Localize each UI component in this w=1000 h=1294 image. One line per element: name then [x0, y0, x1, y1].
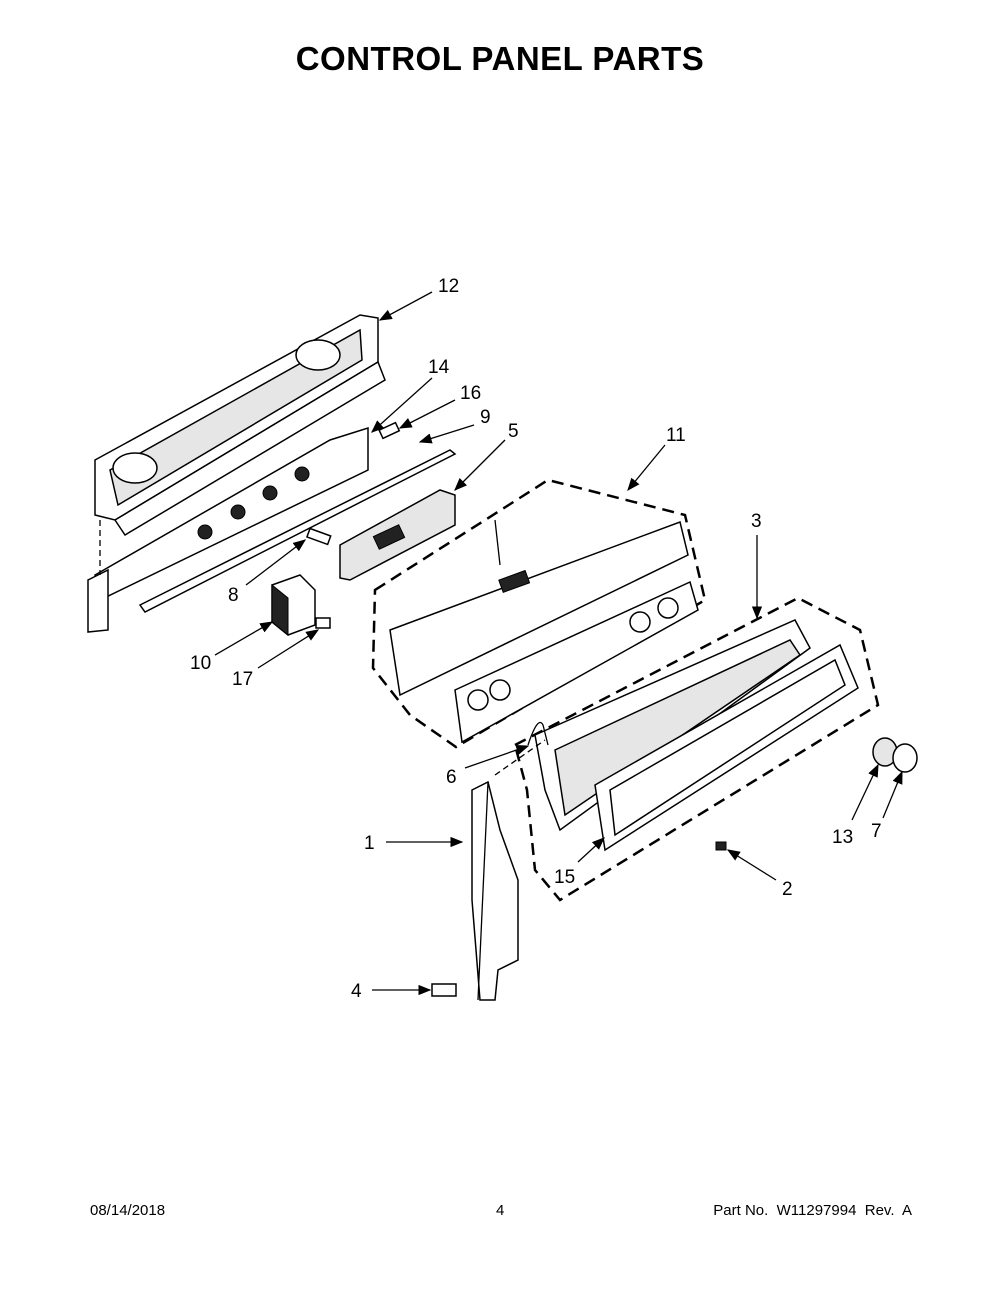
- callout-11: 11: [627, 425, 686, 492]
- part-16-screw: [378, 421, 401, 440]
- part-5-control-board: [339, 489, 456, 581]
- part-1-end-cap: [471, 739, 546, 1001]
- part-11-control-panel: [389, 519, 699, 744]
- callout-17: 17: [232, 629, 320, 690]
- part-15-glass-overlay: [594, 643, 859, 852]
- part-12-rear-shield: [94, 314, 386, 537]
- callout-4: 4: [351, 981, 432, 1002]
- part-6-wire-harness: [527, 721, 549, 746]
- callout-14: 14: [371, 357, 450, 433]
- part-9-strip: [138, 449, 457, 613]
- callout-3: 3: [751, 511, 763, 620]
- group-3-outline: [513, 596, 880, 902]
- part-17-screw: [315, 617, 331, 629]
- callout-2: 2: [726, 849, 793, 900]
- page-title: CONTROL PANEL PARTS: [295, 40, 705, 77]
- callout-5: 5: [454, 421, 519, 491]
- svg-text:14: 14: [428, 357, 450, 378]
- callout-12: 12: [378, 276, 459, 321]
- svg-text:1: 1: [364, 833, 375, 854]
- svg-text:5: 5: [508, 421, 519, 442]
- callout-9: 9: [418, 407, 491, 444]
- svg-text:17: 17: [232, 669, 253, 690]
- svg-text:10: 10: [190, 653, 211, 674]
- svg-text:12: 12: [438, 276, 459, 297]
- svg-text:3: 3: [751, 511, 762, 532]
- svg-text:4: 4: [351, 981, 362, 1002]
- svg-text:15: 15: [554, 867, 575, 888]
- footer-date: 08/14/2018: [90, 1202, 166, 1219]
- svg-text:7: 7: [871, 821, 882, 842]
- callout-10: 10: [190, 621, 274, 674]
- part-14-control-bracket: [87, 426, 369, 633]
- footer-page-number: 4: [496, 1202, 505, 1219]
- svg-text:9: 9: [480, 407, 491, 428]
- part-10-switch: [271, 574, 316, 637]
- footer-part-number: Part No. W11297994 Rev. A: [713, 1202, 912, 1219]
- part-7-knob: [892, 743, 918, 773]
- part-4-screw: [431, 983, 457, 997]
- svg-text:8: 8: [228, 585, 239, 606]
- callout-16: 16: [398, 383, 481, 429]
- callout-1: 1: [364, 833, 464, 854]
- svg-text:6: 6: [446, 767, 457, 788]
- part-2-screw: [715, 841, 727, 851]
- svg-text:13: 13: [832, 827, 853, 848]
- part-8-screw: [305, 527, 332, 546]
- svg-text:2: 2: [782, 879, 793, 900]
- callout-8: 8: [228, 539, 307, 606]
- svg-text:11: 11: [666, 425, 686, 446]
- callout-13: 13: [832, 763, 879, 848]
- callout-6: 6: [446, 744, 530, 788]
- svg-text:16: 16: [460, 383, 481, 404]
- callout-15: 15: [554, 837, 605, 888]
- callout-7: 7: [871, 770, 903, 842]
